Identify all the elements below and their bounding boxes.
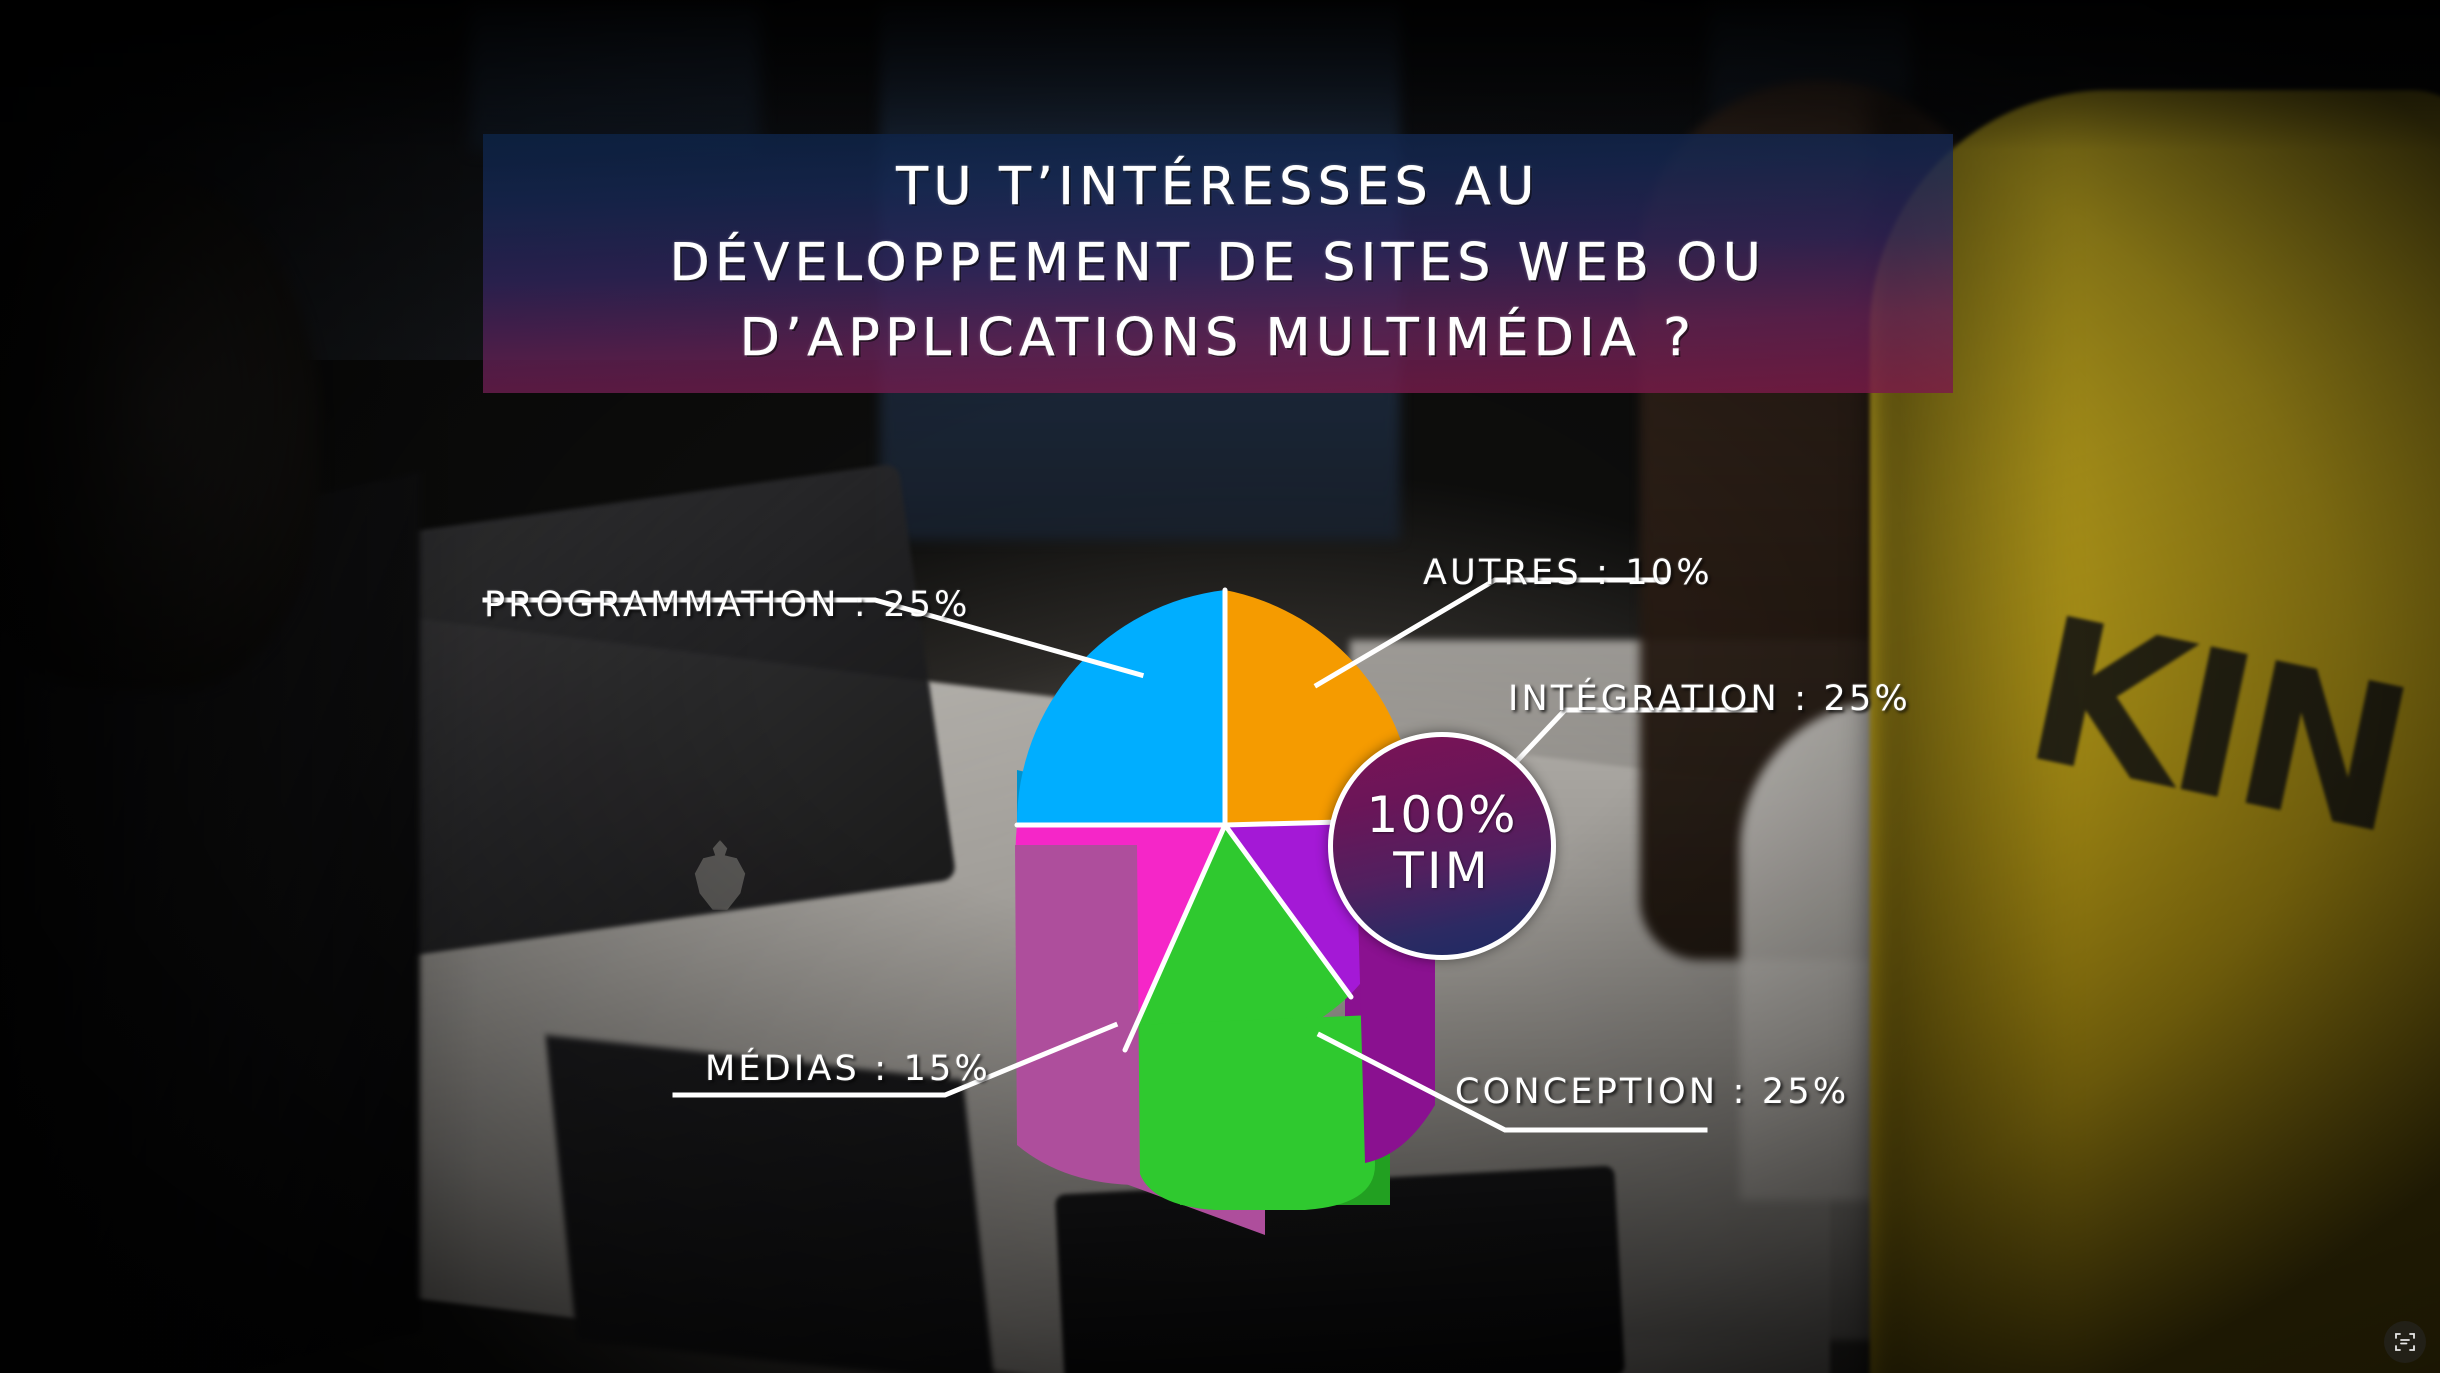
- label-autres: AUTRES : 10%: [1423, 553, 1713, 593]
- label-integration: INTÉGRATION : 25%: [1508, 679, 1911, 719]
- label-medias: MÉDIAS : 15%: [705, 1049, 991, 1089]
- scan-icon: [2395, 1333, 2415, 1351]
- label-programmation: PROGRAMMATION : 25%: [484, 585, 971, 625]
- scan-text-button[interactable]: [2384, 1321, 2426, 1363]
- label-conception: CONCEPTION : 25%: [1455, 1072, 1850, 1112]
- center-badge-circle: 100% TIM: [1328, 732, 1556, 960]
- banner-line-1: TU T’INTÉRESSES AU: [896, 157, 1540, 218]
- banner-line-3: D’APPLICATIONS MULTIMÉDIA ?: [739, 308, 1697, 369]
- slice-top-programmation: [1016, 590, 1225, 825]
- center-percent: 100%: [1366, 785, 1518, 844]
- center-label: TIM: [1393, 841, 1491, 900]
- slice-top-conception: [1125, 825, 1350, 1059]
- slice-body-medias: [1015, 845, 1140, 1185]
- pie-chart: 100% TIM: [482, 545, 1758, 1235]
- title-banner: TU T’INTÉRESSES AU DÉVELOPPEMENT DE SITE…: [483, 134, 1953, 393]
- slice-body-conception: [1135, 1015, 1375, 1210]
- banner-line-2: DÉVELOPPEMENT DE SITES WEB OU: [669, 232, 1767, 293]
